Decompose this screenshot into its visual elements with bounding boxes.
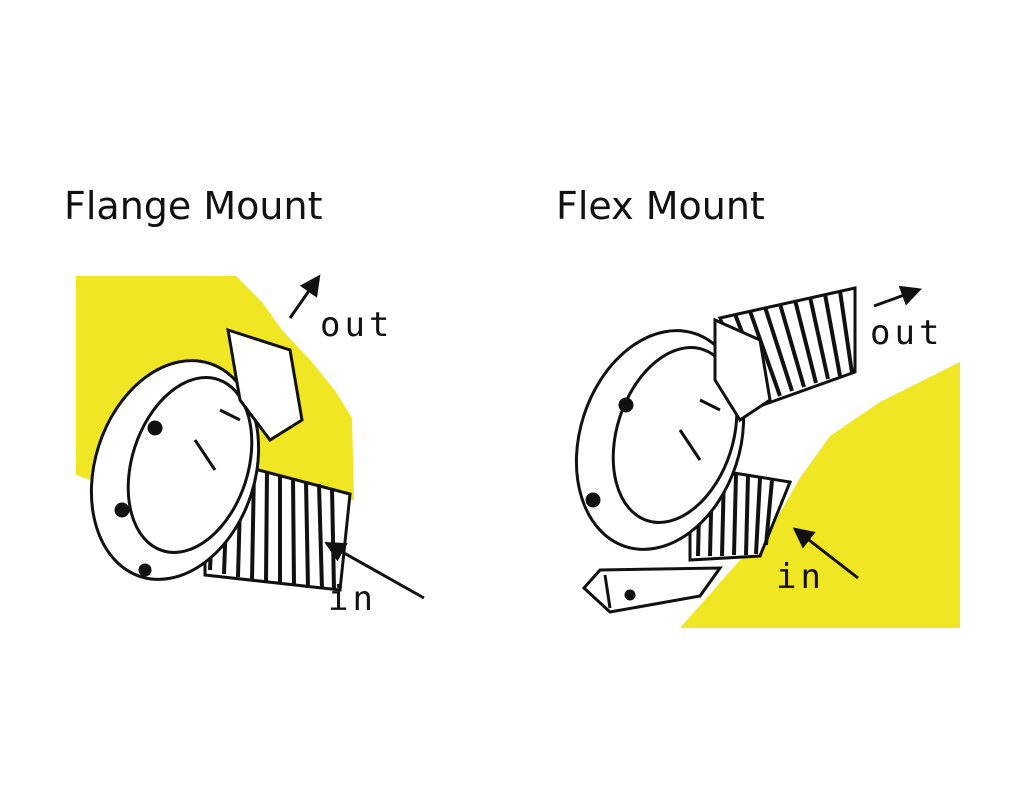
flex-wall-shape xyxy=(680,362,960,628)
flex-mount-bracket xyxy=(581,566,723,614)
flex-mount-title: Flex Mount xyxy=(556,184,765,228)
flex-out-arrow xyxy=(873,285,922,308)
flex-in-label: in xyxy=(776,557,825,597)
flex-in-arrow xyxy=(792,527,859,580)
flange-in-arrow xyxy=(324,541,425,600)
flange-mount-title: Flange Mount xyxy=(64,184,323,228)
flange-out-label: out xyxy=(320,305,393,345)
flange-blower-housing xyxy=(89,327,304,581)
flex-blower-housing xyxy=(574,317,772,551)
flange-in-label: in xyxy=(328,579,377,619)
flange-out-arrow xyxy=(288,274,321,319)
flex-out-label: out xyxy=(870,313,943,353)
